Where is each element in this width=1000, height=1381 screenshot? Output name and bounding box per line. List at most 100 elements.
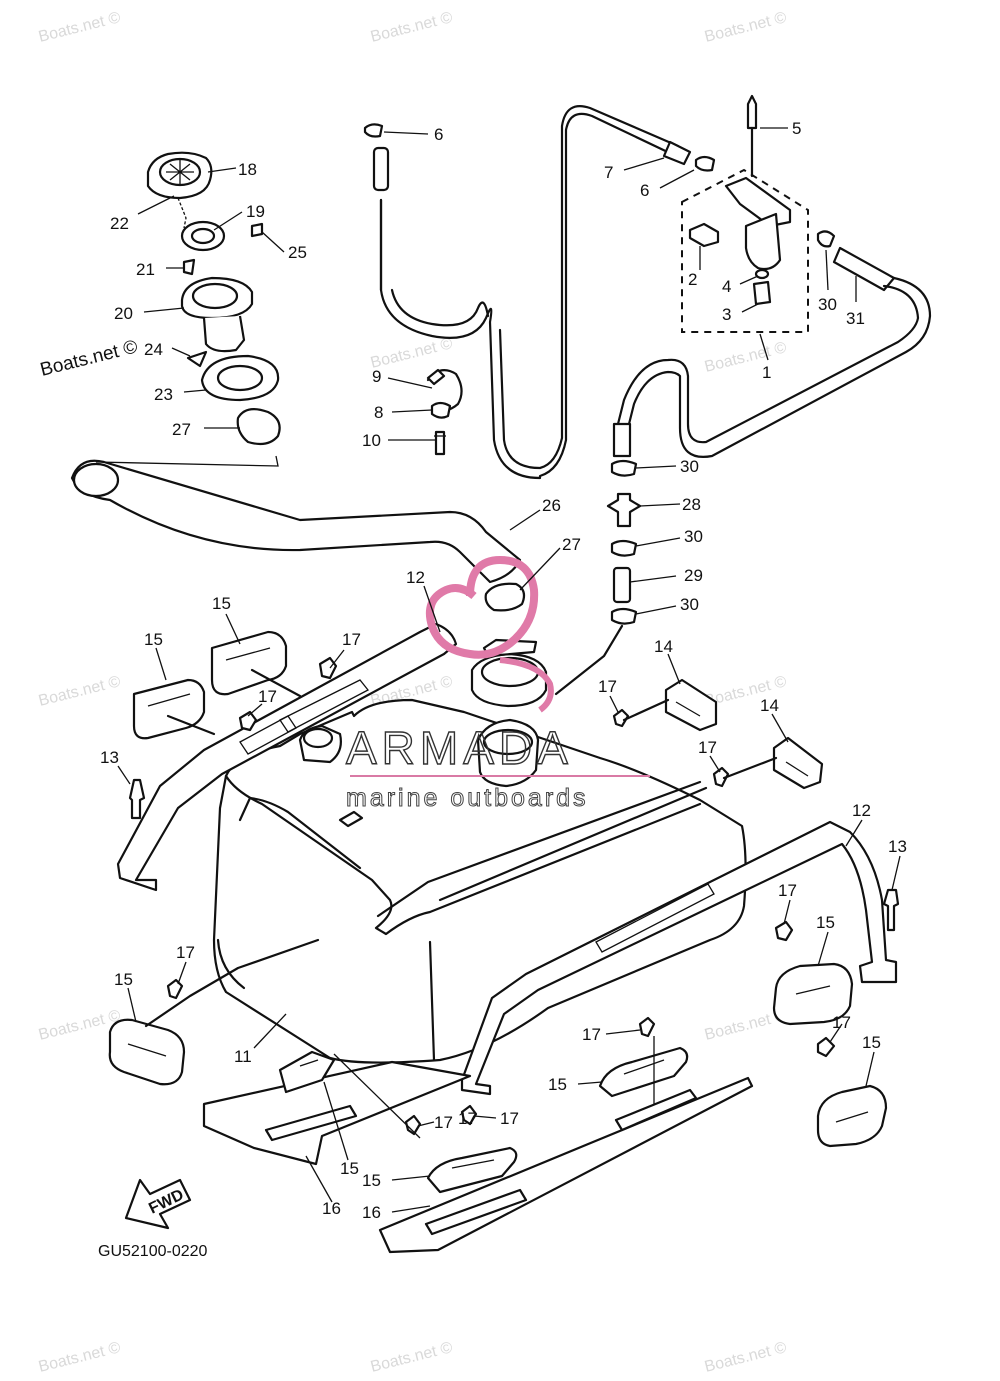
filter-assembly-boundary bbox=[681, 168, 809, 333]
callout-15: 15 bbox=[862, 1033, 881, 1052]
callout-22: 22 bbox=[110, 214, 129, 233]
hose-clamp-assembly bbox=[426, 368, 463, 456]
callout-15: 15 bbox=[362, 1171, 381, 1190]
callout-30: 30 bbox=[818, 295, 837, 314]
callout-24: 24 bbox=[144, 340, 163, 359]
callout-17: 17 bbox=[434, 1113, 453, 1132]
hose-opening bbox=[72, 462, 120, 498]
callout-30: 30 bbox=[684, 527, 703, 546]
callout-12: 12 bbox=[406, 568, 425, 587]
callout-16: 16 bbox=[322, 1199, 341, 1218]
rivet-17g bbox=[166, 978, 184, 1000]
callout-3: 3 bbox=[722, 305, 731, 324]
filler-neck bbox=[202, 315, 246, 353]
callout-20: 20 bbox=[114, 304, 133, 323]
callout-14: 14 bbox=[760, 696, 779, 715]
screw-25 bbox=[250, 222, 264, 238]
callout-27: 27 bbox=[562, 535, 581, 554]
site-watermark: Boats.net © bbox=[369, 1339, 455, 1376]
filter-head bbox=[724, 176, 792, 228]
hose-29 bbox=[612, 566, 632, 604]
callout-15: 15 bbox=[548, 1075, 567, 1094]
callout-14: 14 bbox=[654, 637, 673, 656]
callout-17: 17 bbox=[458, 1109, 477, 1128]
callout-12: 12 bbox=[852, 801, 871, 820]
filter-clamp-30 bbox=[816, 230, 836, 248]
callout-17: 17 bbox=[698, 738, 717, 757]
brand-name: ARMADA bbox=[346, 722, 573, 774]
rubber-pads-left-lower bbox=[108, 938, 320, 1086]
pad-15c bbox=[772, 962, 854, 1026]
vent-line bbox=[363, 105, 692, 480]
rubber-pads-upper-left bbox=[128, 630, 338, 820]
callout-19: 19 bbox=[246, 202, 265, 221]
callout-30: 30 bbox=[680, 457, 699, 476]
fuel-line-parts bbox=[554, 422, 642, 696]
callout-15: 15 bbox=[212, 594, 231, 613]
site-watermark: Boats.net © bbox=[37, 9, 123, 46]
filler-hose bbox=[70, 455, 522, 584]
callout-16: 16 bbox=[362, 1203, 381, 1222]
pad-15g bbox=[598, 1046, 689, 1098]
pad-14a bbox=[664, 678, 718, 732]
rubber-pads-right bbox=[772, 888, 900, 1148]
bolt-13-right bbox=[882, 888, 900, 932]
clamp-30 bbox=[610, 459, 638, 477]
tank-straps bbox=[116, 622, 898, 1096]
pad-15f bbox=[278, 1050, 336, 1094]
site-watermark: Boats.net © bbox=[37, 1339, 123, 1376]
callout-23: 23 bbox=[154, 385, 173, 404]
tank-nipple bbox=[338, 810, 364, 828]
clamp-bolt-10 bbox=[434, 430, 446, 456]
callout-5: 5 bbox=[792, 119, 801, 138]
callout-9: 9 bbox=[372, 367, 381, 386]
rivet-17h bbox=[638, 1016, 656, 1038]
pad-14b bbox=[772, 736, 824, 790]
callout-17: 17 bbox=[176, 943, 195, 962]
clamp-30b bbox=[610, 539, 638, 557]
hose-clamp-27b bbox=[484, 582, 526, 612]
joint-28 bbox=[606, 492, 642, 528]
filter-bracket-2 bbox=[688, 222, 720, 248]
filter-screw-5 bbox=[746, 94, 758, 130]
brand-watermark: ARMADA marine outboards bbox=[345, 555, 650, 813]
callout-labels: 5 6 6 7 18 19 22 21 25 20 24 23 27 2 4 3… bbox=[100, 119, 907, 1222]
forward-direction-indicator: FWD bbox=[124, 1178, 192, 1230]
vent-clamp-6 bbox=[363, 123, 384, 138]
callout-26: 26 bbox=[542, 496, 561, 515]
callout-17: 17 bbox=[598, 677, 617, 696]
pad-15h bbox=[426, 1146, 518, 1194]
callout-17: 17 bbox=[832, 1013, 851, 1032]
brand-tagline: marine outboards bbox=[346, 784, 589, 812]
clamp-30c bbox=[610, 607, 638, 625]
callout-11: 11 bbox=[234, 1047, 252, 1066]
callout-8: 8 bbox=[374, 403, 383, 422]
callout-leaders bbox=[117, 127, 901, 1213]
callout-1: 1 bbox=[762, 363, 771, 382]
rivet-17 bbox=[318, 656, 338, 680]
support-plates bbox=[202, 1016, 754, 1254]
callout-2: 2 bbox=[688, 270, 697, 289]
fuel-hose-31 bbox=[832, 246, 896, 292]
rubber-pads-14 bbox=[612, 678, 824, 790]
callout-30: 30 bbox=[680, 595, 699, 614]
callout-13: 13 bbox=[888, 837, 907, 856]
callout-21: 21 bbox=[136, 260, 155, 279]
fwd-arrow-icon bbox=[124, 1178, 192, 1230]
brand-logo-mark bbox=[425, 555, 539, 659]
site-watermark: Boats.net © bbox=[703, 339, 789, 376]
callout-27: 27 bbox=[172, 420, 191, 439]
callout-17: 17 bbox=[342, 630, 361, 649]
strap-12-right bbox=[460, 820, 898, 1096]
callout-18: 18 bbox=[238, 160, 257, 179]
retainer-clip bbox=[182, 258, 196, 276]
filter-clamp-6 bbox=[694, 155, 716, 172]
callout-15: 15 bbox=[340, 1159, 359, 1178]
rivet-17j bbox=[460, 1104, 478, 1126]
callout-10: 10 bbox=[362, 431, 381, 450]
filter-bowl bbox=[744, 212, 782, 271]
callout-4: 4 bbox=[722, 277, 731, 296]
rivet-17b bbox=[238, 710, 258, 732]
rivet-17f bbox=[816, 1036, 836, 1058]
